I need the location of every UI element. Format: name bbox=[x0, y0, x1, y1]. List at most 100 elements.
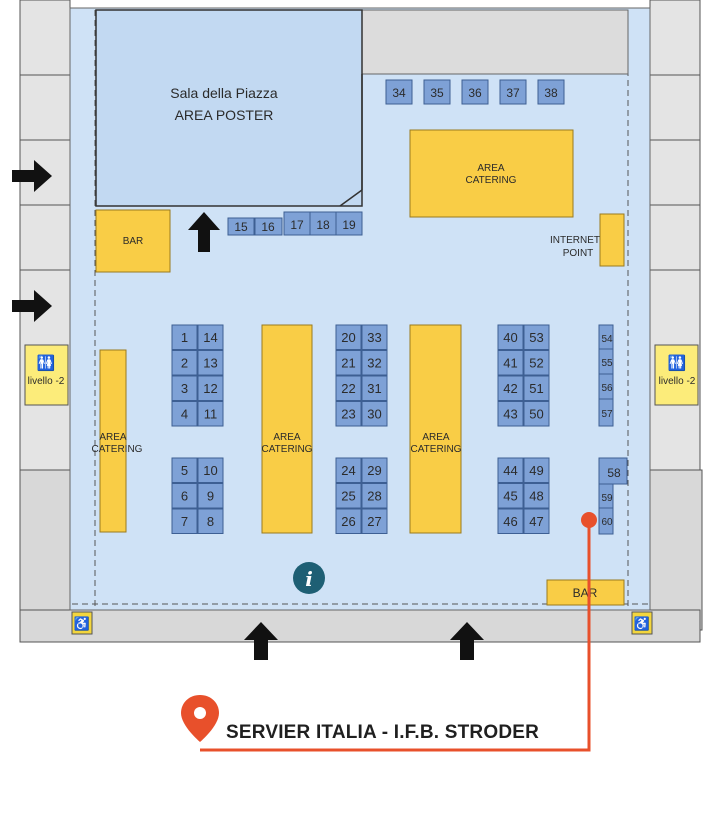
booth-label: 28 bbox=[367, 489, 381, 504]
catering-area-top bbox=[409, 129, 574, 218]
booth-label: 33 bbox=[367, 330, 381, 345]
booth-label: 49 bbox=[529, 463, 543, 478]
booth-label: 31 bbox=[367, 381, 381, 396]
booth-7 bbox=[171, 508, 198, 534]
catering-label: CATERING bbox=[92, 444, 143, 455]
booth-26 bbox=[335, 508, 362, 534]
svg-text:♿: ♿ bbox=[74, 616, 90, 631]
booth-label: 13 bbox=[203, 356, 217, 371]
booth-label: 3 bbox=[181, 381, 188, 396]
entrance-arrow-icon bbox=[188, 212, 220, 252]
booth-label: 51 bbox=[529, 381, 543, 396]
booth-label: 8 bbox=[207, 514, 214, 529]
booth-label: 60 bbox=[601, 517, 613, 528]
booth-label: 55 bbox=[601, 358, 613, 369]
booth-29 bbox=[361, 457, 388, 483]
booth-50 bbox=[523, 401, 550, 427]
booth-label: 17 bbox=[290, 218, 304, 232]
booth-label: 24 bbox=[341, 463, 355, 478]
internet-point-label: POINT bbox=[563, 248, 594, 259]
booth-row-poster: 15 16 17 18 19 bbox=[227, 211, 363, 236]
booth-label: 26 bbox=[341, 514, 355, 529]
booth-label: 45 bbox=[503, 489, 517, 504]
booth-13 bbox=[197, 350, 224, 376]
building-walls bbox=[19, 0, 703, 643]
svg-text:♿: ♿ bbox=[634, 616, 650, 631]
booth-label: 42 bbox=[503, 381, 517, 396]
booth-label: 20 bbox=[341, 330, 355, 345]
restroom-level-label: livello -2 bbox=[28, 376, 65, 387]
catering-label: CATERING bbox=[411, 444, 462, 455]
booth-48 bbox=[523, 483, 550, 509]
booth-label: 50 bbox=[529, 407, 543, 422]
booth-44 bbox=[497, 457, 524, 483]
booth-42 bbox=[497, 375, 524, 401]
booth-label: 11 bbox=[204, 407, 218, 422]
booth-strip-right: 54 55 56 57 bbox=[598, 324, 614, 427]
booth-label: 58 bbox=[607, 466, 621, 480]
booth-2 bbox=[171, 350, 198, 376]
booth-33 bbox=[361, 324, 388, 350]
internet-point bbox=[599, 213, 625, 267]
booth-30 bbox=[361, 401, 388, 427]
booth-label: 1 bbox=[181, 330, 188, 345]
booth-51 bbox=[523, 375, 550, 401]
booth-label: 12 bbox=[203, 381, 217, 396]
booth-label: 19 bbox=[342, 218, 356, 232]
catering-label: AREA bbox=[422, 432, 450, 443]
booth-27 bbox=[361, 508, 388, 534]
booth-label: 27 bbox=[367, 514, 381, 529]
svg-text:i: i bbox=[305, 567, 313, 591]
booth-label: 22 bbox=[341, 381, 355, 396]
booth-label: 36 bbox=[468, 86, 482, 100]
booth-46 bbox=[497, 508, 524, 534]
wheelchair-icon-left: ♿ bbox=[71, 611, 93, 635]
booth-label: 59 bbox=[601, 493, 613, 504]
booth-45 bbox=[497, 483, 524, 509]
booth-22 bbox=[335, 375, 362, 401]
catering-label: AREA bbox=[273, 432, 301, 443]
booth-label: 29 bbox=[367, 463, 381, 478]
booth-label: 46 bbox=[503, 514, 517, 529]
restroom-icon-left: 🚻 livello -2 bbox=[24, 344, 69, 406]
info-icon: i bbox=[293, 562, 325, 594]
booth-label: 14 bbox=[203, 330, 217, 345]
booth-label: 16 bbox=[261, 220, 275, 234]
booth-label: 53 bbox=[529, 330, 543, 345]
catering-label: CATERING bbox=[262, 444, 313, 455]
booth-21 bbox=[335, 350, 362, 376]
booth-12 bbox=[197, 375, 224, 401]
wheelchair-icon-right: ♿ bbox=[631, 611, 653, 635]
booth-label: 38 bbox=[544, 86, 558, 100]
catering-label: AREA bbox=[477, 163, 505, 174]
booth-10 bbox=[197, 457, 224, 483]
route-to-exhibitor bbox=[200, 512, 597, 752]
catering-area-center-1 bbox=[261, 324, 313, 534]
booth-label: 2 bbox=[181, 356, 188, 371]
catering-label: CATERING bbox=[466, 175, 517, 186]
booth-60-highlighted bbox=[598, 507, 614, 535]
service-block bbox=[361, 9, 629, 75]
booth-25 bbox=[335, 483, 362, 509]
restroom-icon-right: 🚻 livello -2 bbox=[654, 344, 699, 406]
booth-23 bbox=[335, 401, 362, 427]
booth-label: 40 bbox=[503, 330, 517, 345]
booth-row-top: 34 35 36 37 38 bbox=[385, 79, 565, 105]
restroom-level-label: livello -2 bbox=[659, 376, 696, 387]
booth-label: 4 bbox=[181, 407, 188, 422]
booth-label: 21 bbox=[341, 356, 355, 371]
booth-label: 15 bbox=[234, 220, 248, 234]
booth-5 bbox=[171, 457, 198, 483]
entrance-arrow-icon bbox=[12, 290, 52, 322]
booth-label: 34 bbox=[392, 86, 406, 100]
booth-group-58-60: 58 59 60 bbox=[598, 457, 628, 535]
location-pin-icon bbox=[181, 695, 219, 742]
entrance-arrow-icon bbox=[244, 622, 278, 660]
booth-43 bbox=[497, 401, 524, 427]
booth-label: 9 bbox=[207, 489, 214, 504]
booth-4 bbox=[171, 401, 198, 427]
booth-31 bbox=[361, 375, 388, 401]
booth-label: 57 bbox=[601, 409, 613, 420]
booth-28 bbox=[361, 483, 388, 509]
booth-label: 35 bbox=[430, 86, 444, 100]
